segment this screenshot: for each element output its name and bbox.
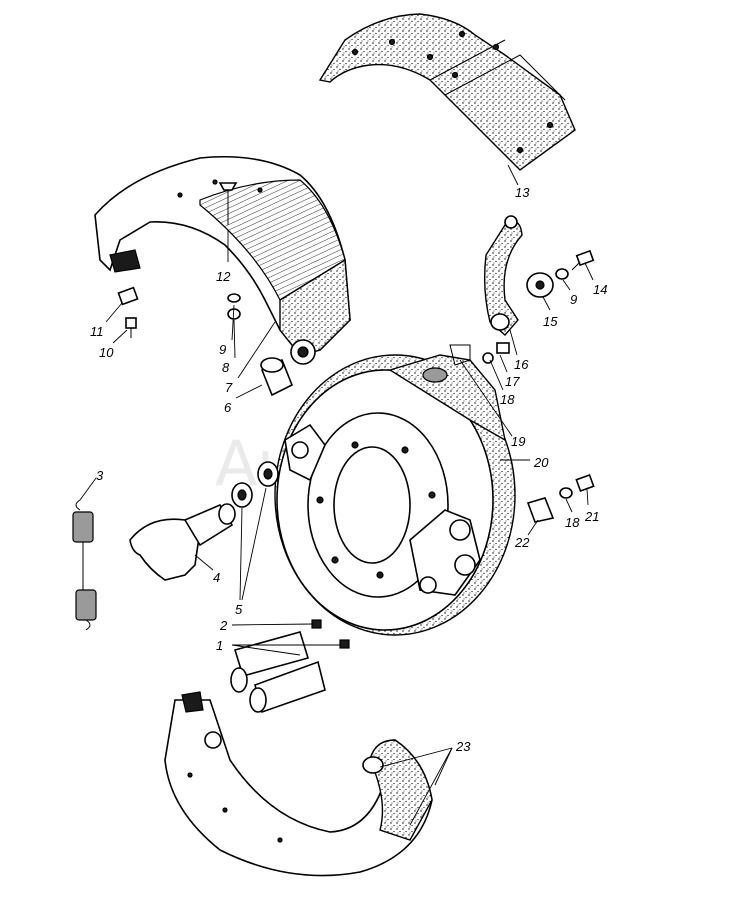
callout-11: 11: [90, 324, 104, 339]
upper-brake-shoe: [94, 155, 351, 365]
bolt-11: [117, 286, 139, 306]
callout-9a: 9: [219, 342, 226, 357]
callout-22: 22: [514, 535, 530, 550]
plate-22: [526, 497, 555, 523]
callout-15: 15: [543, 314, 558, 329]
brake-linings-13: [318, 13, 576, 171]
bolt-21: [575, 473, 595, 493]
callout-8: 8: [222, 360, 230, 375]
callout-10: 10: [99, 345, 114, 360]
grease-fittings-2: [311, 619, 350, 649]
bolt-14: [571, 249, 595, 271]
lever-16: [483, 215, 523, 336]
screw-10: [125, 317, 137, 338]
spring-3: [72, 499, 97, 631]
pins-1: [230, 631, 326, 714]
callout-17: 17: [505, 374, 520, 389]
lower-brake-shoe: [164, 691, 433, 877]
washer-18: [559, 487, 573, 499]
camshaft-4: [129, 503, 236, 581]
washer-9-right: [555, 268, 569, 280]
rivet-12: [218, 182, 238, 225]
bushings-5: [231, 461, 279, 508]
callout-1: 1: [216, 638, 223, 653]
callout-3: 3: [96, 468, 104, 483]
callout-5: 5: [235, 602, 243, 617]
callout-12: 12: [216, 269, 231, 284]
callout-7: 7: [225, 380, 233, 395]
callout-19: 19: [511, 434, 525, 449]
callout-13: 13: [515, 185, 530, 200]
callout-9b: 9: [570, 292, 577, 307]
callout-6: 6: [224, 400, 232, 415]
leader-lines: [79, 164, 594, 826]
callout-20: 20: [533, 455, 549, 470]
callout-2: 2: [219, 618, 228, 633]
bolt-17: [482, 342, 510, 364]
callout-18a: 18: [500, 392, 515, 407]
callout-14: 14: [593, 282, 607, 297]
callout-23: 23: [455, 739, 471, 754]
callout-18b: 18: [565, 515, 580, 530]
callout-labels: 1 2 3 4 5 6 7 8 9 9 10 11 12 13 14 15 16…: [90, 185, 607, 754]
callout-4: 4: [213, 570, 220, 585]
callout-16: 16: [514, 357, 529, 372]
washer-15: [526, 272, 554, 298]
bushing-6: [260, 357, 294, 397]
callout-21: 21: [584, 509, 599, 524]
washer-9-left: [227, 293, 241, 303]
backing-plate-20: [274, 344, 516, 636]
